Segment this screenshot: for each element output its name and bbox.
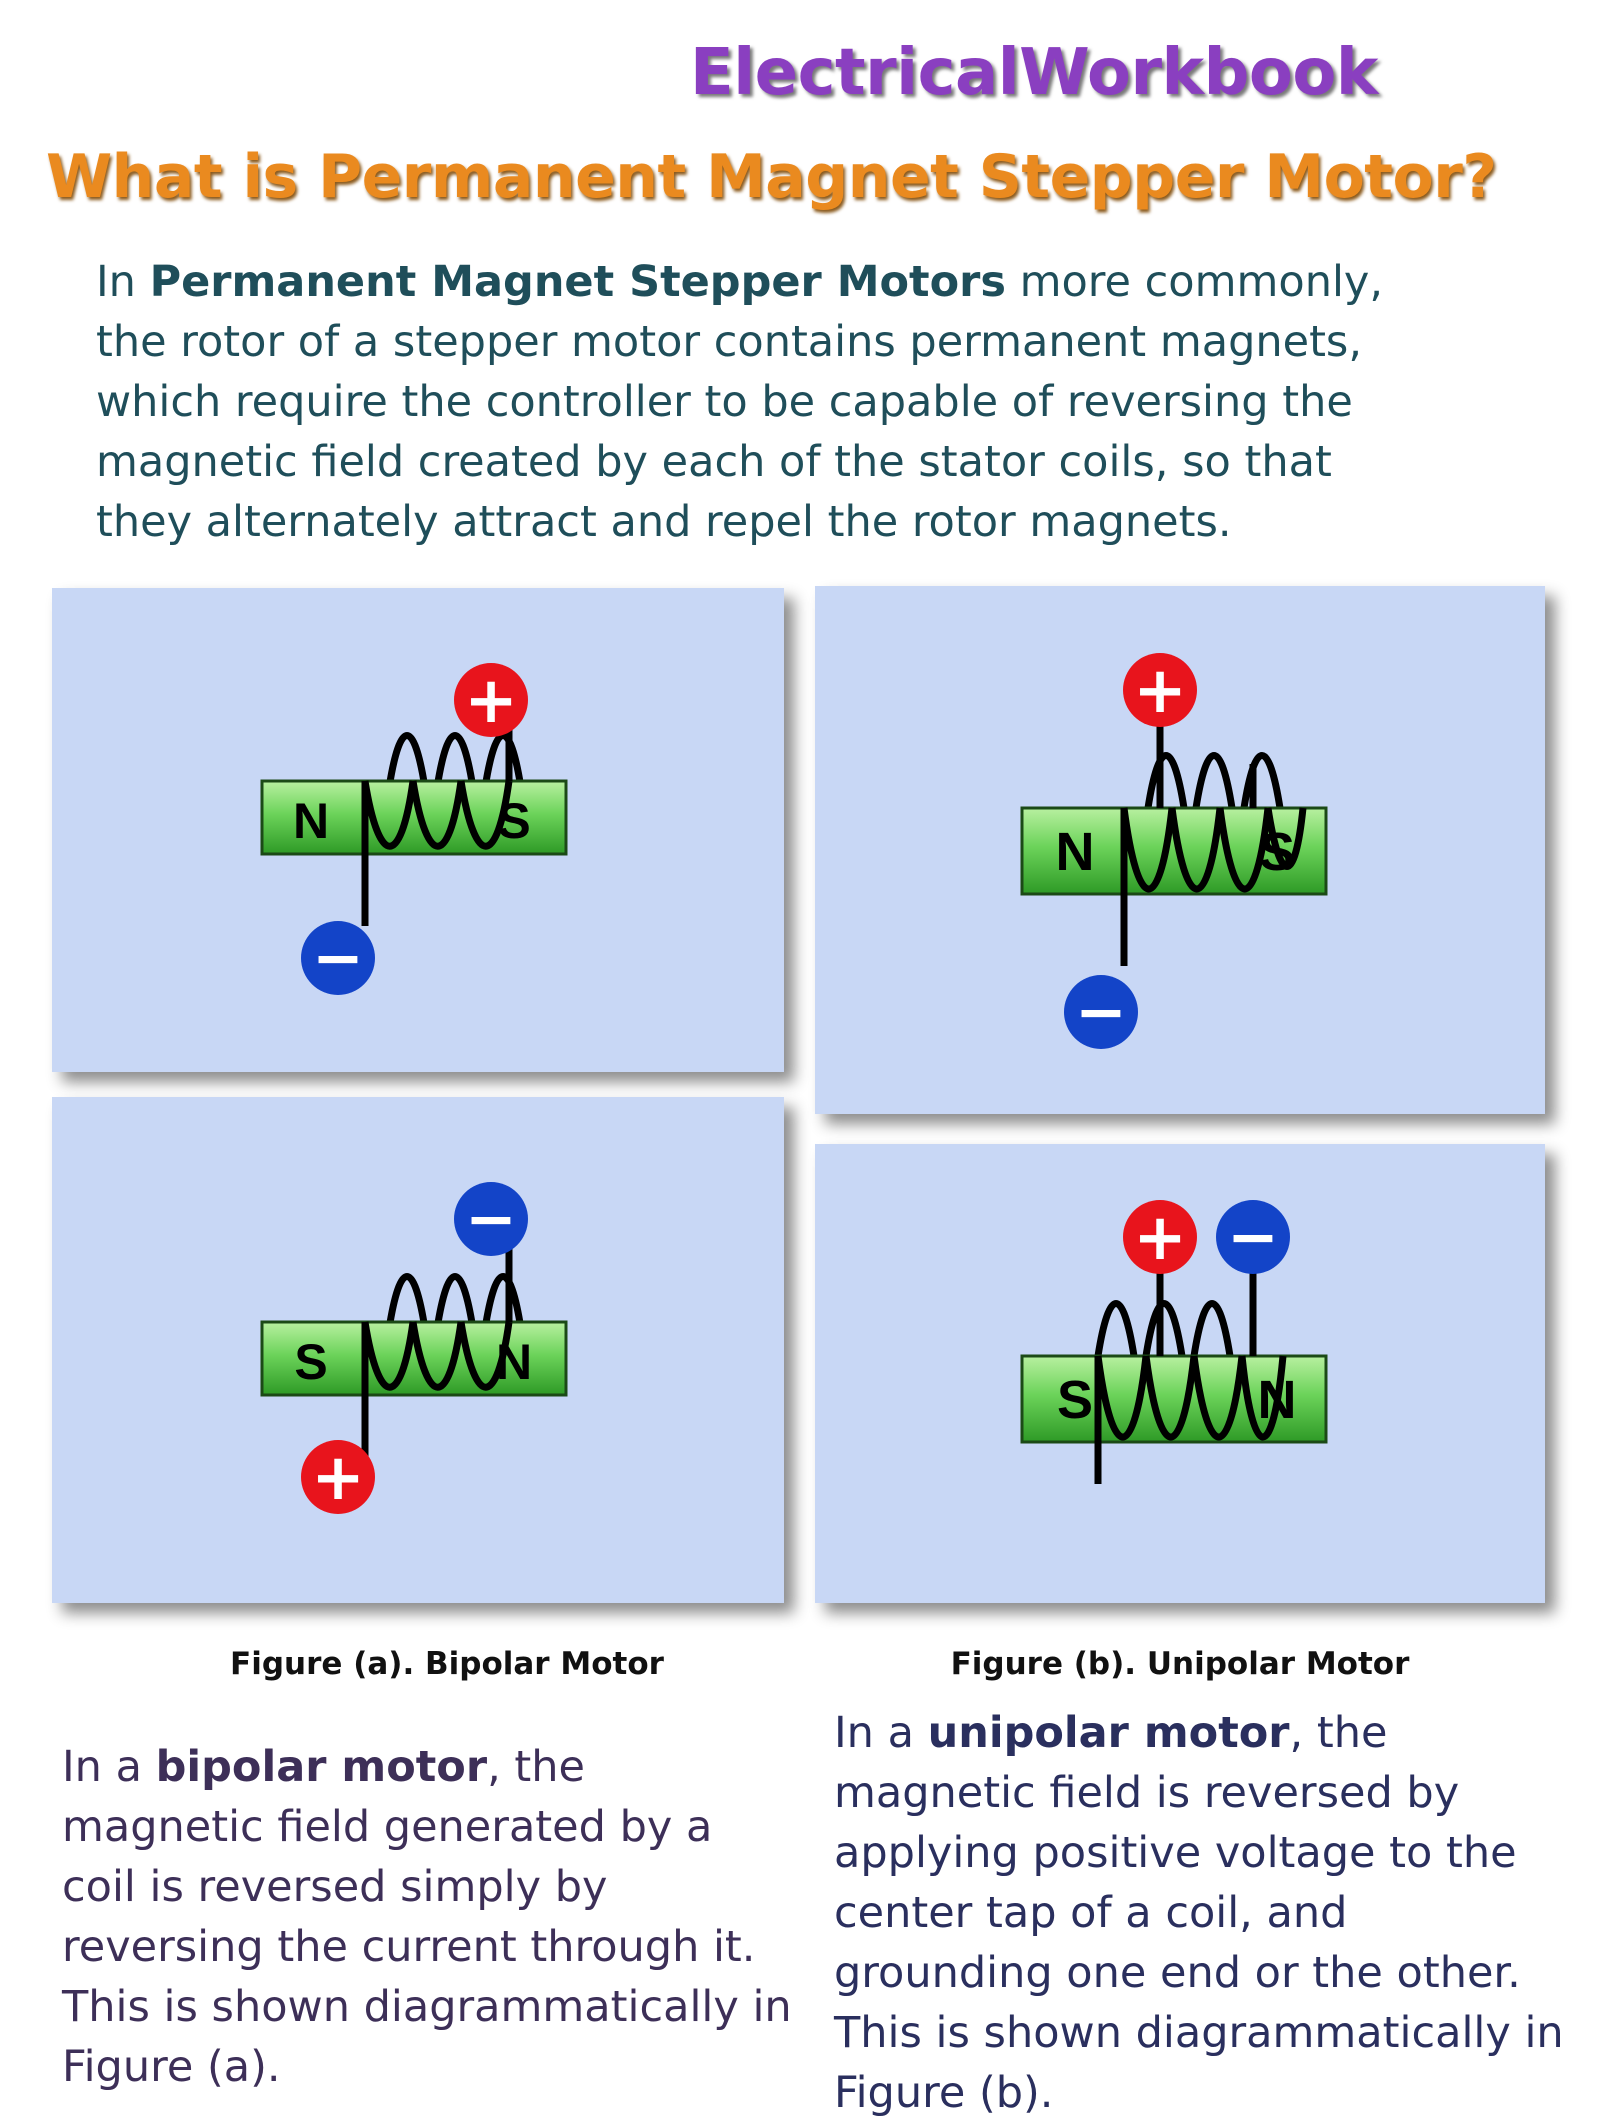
negative-terminal-icon: − <box>1216 1200 1290 1274</box>
svg-text:−: − <box>1227 1200 1279 1273</box>
figure-a-panel-top: N S + − <box>52 588 784 1072</box>
pole-label-left: N <box>1056 822 1095 882</box>
pole-label-right: S <box>1259 822 1295 882</box>
pole-label-right: N <box>1258 1370 1297 1430</box>
unipolar-prefix: In a <box>834 1708 928 1758</box>
svg-text:+: + <box>311 1441 365 1515</box>
intro-prefix: In <box>96 257 150 307</box>
bipolar-description: In a bipolar motor, the magnetic field g… <box>62 1737 792 2097</box>
svg-text:+: + <box>464 664 518 738</box>
intro-paragraph: In Permanent Magnet Stepper Motors more … <box>96 252 1416 552</box>
positive-terminal-icon: + <box>454 663 528 738</box>
negative-terminal-icon: − <box>1064 975 1138 1049</box>
unipolar-rest: , the magnetic field is reversed by appl… <box>834 1708 1564 2118</box>
bar-magnet <box>260 1320 568 1397</box>
svg-text:−: − <box>1075 975 1127 1048</box>
unipolar-description: In a unipolar motor, the magnetic field … <box>834 1703 1574 2123</box>
figure-a-caption: Figure (a). Bipolar Motor <box>230 1646 664 1682</box>
figure-b-caption: Figure (b). Unipolar Motor <box>950 1646 1410 1682</box>
positive-terminal-icon: + <box>1123 653 1197 728</box>
svg-text:+: + <box>1133 654 1187 728</box>
svg-text:+: + <box>1133 1201 1187 1275</box>
positive-terminal-icon: + <box>301 1440 375 1515</box>
unipolar-bold: unipolar motor <box>927 1708 1290 1758</box>
pole-label-left: N <box>293 793 329 849</box>
bipolar-bold: bipolar motor <box>155 1742 488 1792</box>
svg-text:−: − <box>465 1182 517 1255</box>
page-title: What is Permanent Magnet Stepper Motor? <box>46 142 1497 212</box>
intro-rest: more commonly, the rotor of a stepper mo… <box>96 257 1384 547</box>
pole-label-left: S <box>1057 1370 1093 1430</box>
positive-terminal-icon: + <box>1123 1200 1197 1275</box>
figure-b-panel-bottom: S N + − <box>815 1144 1545 1603</box>
intro-bold: Permanent Magnet Stepper Motors <box>149 257 1006 307</box>
pole-label-right: S <box>497 793 530 849</box>
bipolar-prefix: In a <box>62 1742 156 1792</box>
figure-a-panel-bottom: S N − + <box>52 1097 784 1603</box>
negative-terminal-icon: − <box>454 1182 528 1256</box>
negative-terminal-icon: − <box>301 921 375 995</box>
bipolar-rest: , the magnetic field generated by a coil… <box>62 1742 792 2092</box>
figure-b-panel-top: N S + − <box>815 586 1545 1114</box>
svg-text:−: − <box>312 921 364 994</box>
pole-label-right: N <box>496 1334 532 1390</box>
pole-label-left: S <box>294 1334 327 1390</box>
brand-logo-text: ElectricalWorkbook <box>690 36 1378 110</box>
